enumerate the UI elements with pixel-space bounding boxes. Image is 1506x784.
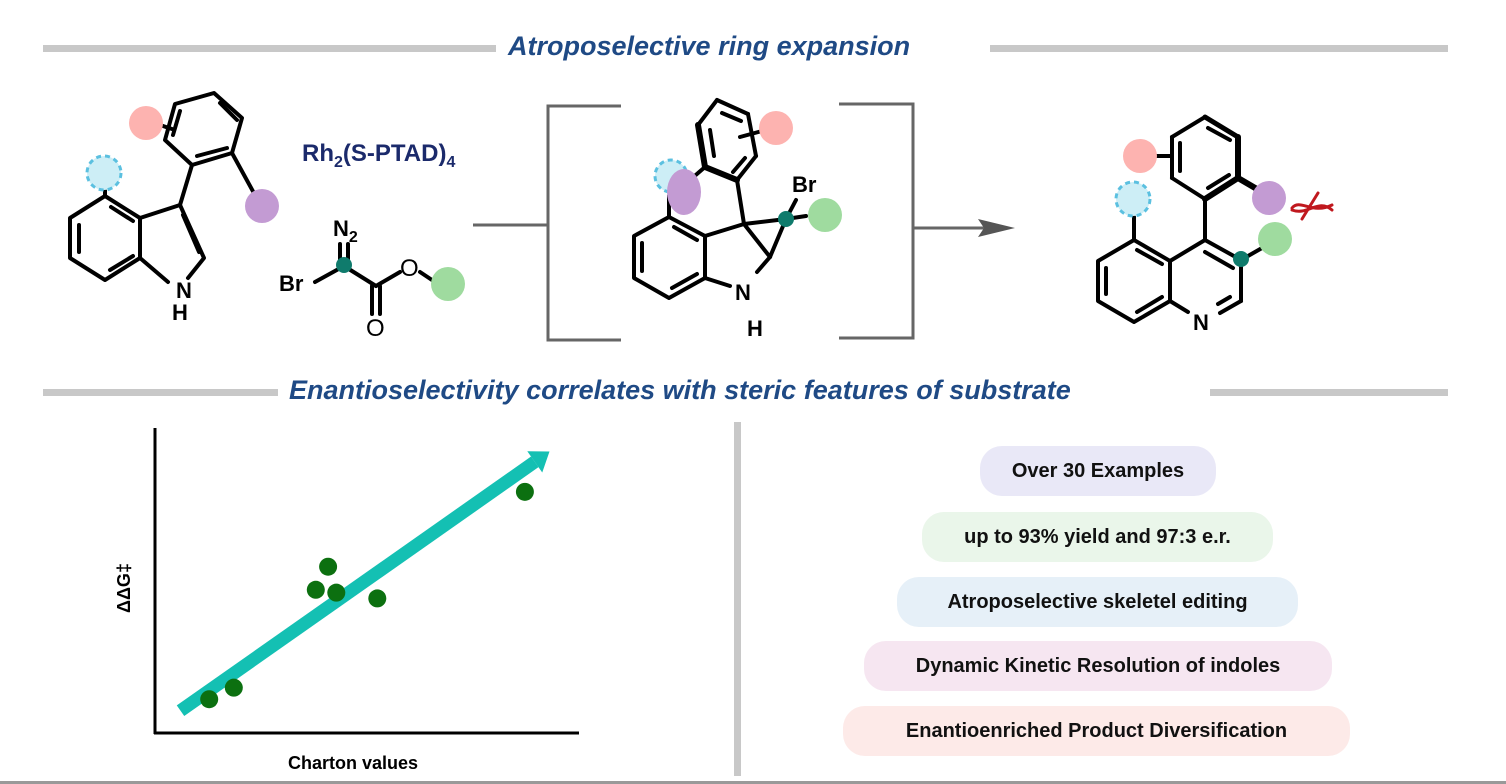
int-green-circle [808, 198, 842, 232]
data-point [515, 482, 534, 501]
int-purple-ellipse [667, 169, 701, 215]
prod-n-label: N [1193, 310, 1209, 335]
bottom-border [0, 781, 1506, 784]
int-n-label: N [735, 280, 751, 305]
highlight-label: Over 30 Examples [1011, 459, 1185, 482]
top-section-title: Atroposelective ring expansion [508, 31, 911, 61]
prod-pink-circle [1123, 139, 1157, 173]
intermediate-brackets [473, 102, 985, 342]
data-point [327, 583, 346, 602]
vertical-divider [734, 422, 741, 776]
prod-green-circle [1258, 222, 1292, 256]
reaction-arrow-head [978, 219, 1015, 237]
prod-teal-dot [1233, 251, 1249, 267]
carbene-carbon-dot [336, 257, 352, 273]
substituent-lightblue-circle [85, 154, 123, 192]
highlight-pill-yield: up to 93% yield and 97:3 e.r. [922, 512, 1273, 562]
top-header-line-left [43, 45, 496, 52]
data-point [368, 589, 387, 608]
data-point [224, 678, 243, 697]
highlight-label: Dynamic Kinetic Resolution of indoles [915, 654, 1281, 677]
int-br-label: Br [792, 172, 817, 197]
highlight-label: Atroposelective skeletel editing [947, 590, 1248, 613]
data-point [200, 690, 219, 709]
top-header-line-right [990, 45, 1448, 52]
prod-lightblue-circle [1114, 180, 1152, 218]
n2-label: N2 [333, 216, 358, 246]
carbonyl-o-label: O [366, 315, 385, 342]
reagent-br-label: Br [279, 271, 304, 296]
ester-green-circle [431, 267, 465, 301]
prod-purple-circle [1252, 181, 1286, 215]
int-pink-circle [759, 111, 793, 145]
reaction-scheme: N H Rh2(S-PTAD)4 N2 Br O O [68, 91, 1334, 342]
trend-arrow-shaft [176, 456, 539, 717]
substituent-purple-circle [245, 189, 279, 223]
ester-o-label: O [400, 255, 419, 282]
substrate-n-label: N [176, 278, 192, 303]
int-teal-dot [778, 211, 794, 227]
int-h-label: H [747, 316, 763, 341]
substrate-h-label: H [172, 300, 188, 325]
substituent-pink-circle [129, 106, 163, 140]
bottom-section-title: Enantioselectivity correlates with steri… [289, 375, 1071, 405]
trend-arrow-head [527, 451, 550, 473]
data-point [306, 580, 325, 599]
y-axis-label: ΔΔG‡ [114, 563, 134, 613]
substrate-indole [68, 91, 257, 284]
cyclopropane-intermediate [632, 98, 808, 300]
highlight-pill-skeletal-editing: Atroposelective skeletel editing [897, 577, 1298, 627]
highlight-pill-examples: Over 30 Examples [980, 446, 1216, 496]
highlight-pill-dkr: Dynamic Kinetic Resolution of indoles [864, 641, 1332, 691]
steric-clash-icon [1290, 191, 1334, 221]
catalyst-label: Rh2(S-PTAD)4 [302, 140, 455, 171]
data-point [319, 557, 338, 576]
x-axis-label: Charton values [288, 753, 418, 773]
highlight-label: up to 93% yield and 97:3 e.r. [964, 525, 1231, 548]
highlight-pill-diversification: Enantioenriched Product Diversification [843, 706, 1350, 756]
bottom-header-line-right [1210, 389, 1448, 396]
highlight-label: Enantioenriched Product Diversification [905, 719, 1288, 742]
bottom-header-line-left [43, 389, 278, 396]
